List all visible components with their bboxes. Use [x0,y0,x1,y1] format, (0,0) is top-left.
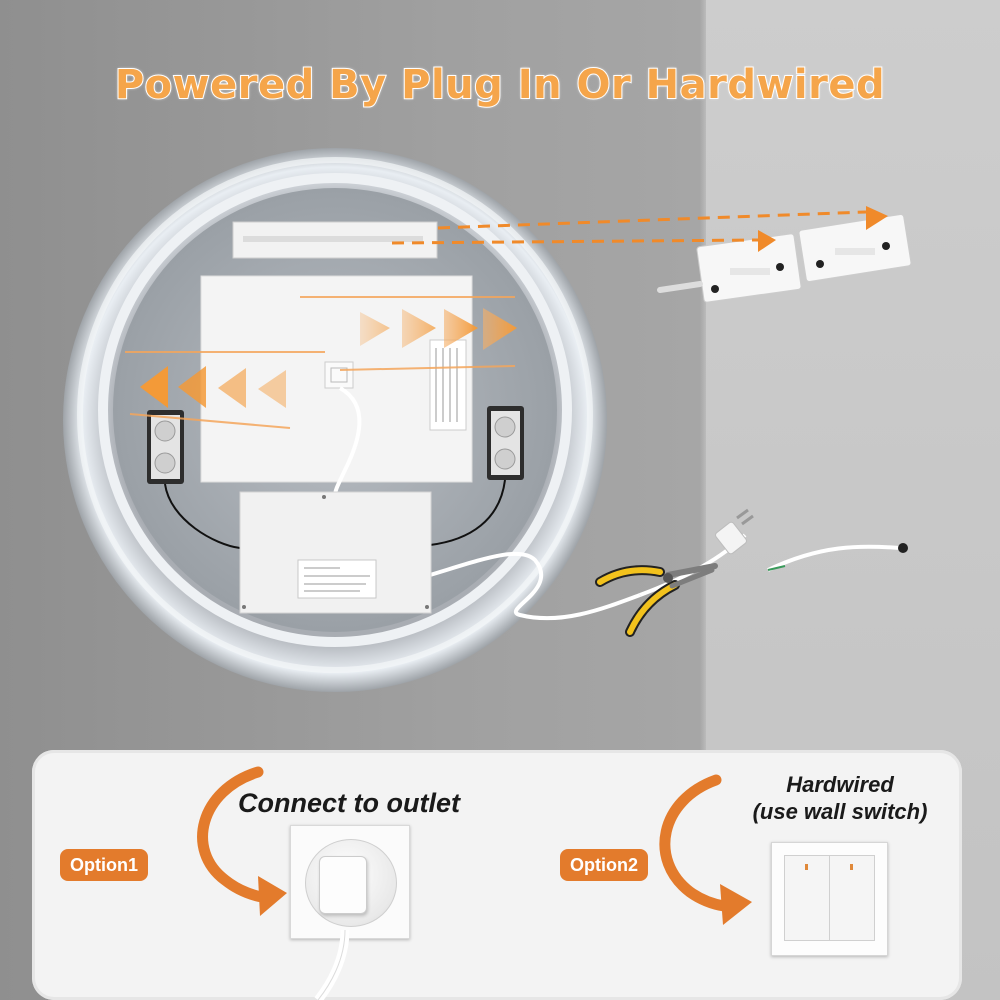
option2-caption: Hardwired (use wall switch) [740,771,940,825]
driver-box [239,491,432,614]
plug-icon [319,856,367,914]
double-chevron-arrow-icon [360,308,517,350]
pliers-icon [595,563,718,637]
double-chevron-arrow-icon [140,366,286,408]
curved-arrow-icon [258,876,287,916]
curved-arrow-icon [720,884,752,925]
arrow-right-icon [758,230,776,252]
option1-caption: Connect to outlet [238,788,460,818]
wall-switch-icon [771,842,888,956]
switch-rocker-right [829,855,875,941]
left-speaker [147,410,184,484]
power-outlet-icon [290,825,410,939]
mirror-illustration [63,148,912,692]
spec-label [200,275,473,483]
option1-badge: Option1 [60,849,148,881]
curved-arrow-icon [197,766,268,903]
wall-bracket [657,213,912,303]
option2-caption-line2: (use wall switch) [752,799,928,824]
guide-arrows [125,206,888,429]
switch-rocker-left [784,855,830,941]
option2-caption-line1: Hardwired [786,772,894,797]
mirror-bracket [232,221,438,259]
headline: Powered By Plug In Or Hardwired [114,61,886,109]
arrow-right-icon [866,206,888,230]
option2-badge: Option2 [560,849,648,881]
right-speaker [487,406,524,480]
curved-arrow-icon [659,774,730,912]
plug-head-icon [715,508,754,555]
